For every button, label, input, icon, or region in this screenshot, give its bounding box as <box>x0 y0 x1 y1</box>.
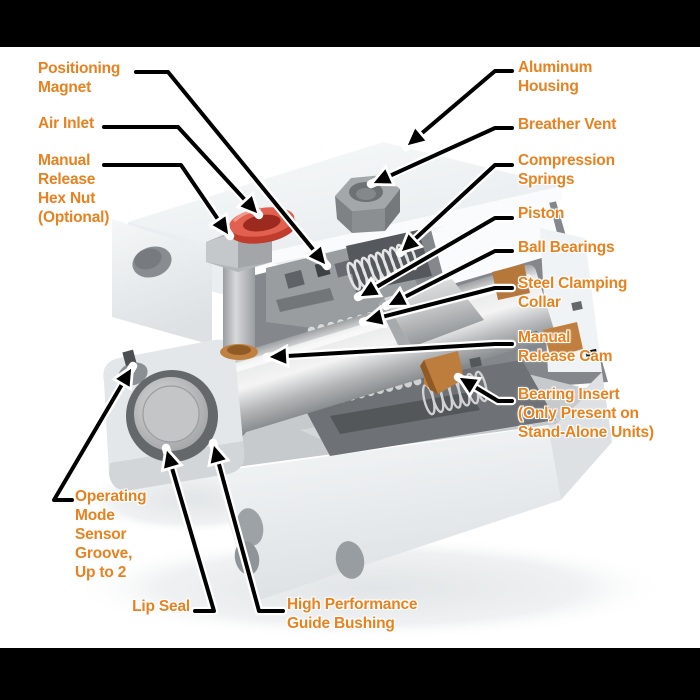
label-line: Hex Nut <box>38 190 96 207</box>
label-air-inlet: Air Inlet <box>38 114 94 133</box>
label-line: Stand-Alone Units) <box>518 424 654 441</box>
label-line: Manual <box>38 152 91 169</box>
bearing-inserts <box>420 264 598 394</box>
arrow-air-inlet <box>99 122 264 220</box>
arrow-guide-bushing <box>213 438 288 616</box>
arrow-manual-release-hex-nut <box>99 160 235 241</box>
label-line: Air Inlet <box>38 115 94 132</box>
label-breather-vent: Breather Vent <box>518 115 616 134</box>
label-line: Manual <box>518 329 571 346</box>
label-line: Positioning <box>38 60 121 77</box>
label-line: High Performance <box>287 596 418 613</box>
label-line: (Only Present on <box>518 405 639 422</box>
arrow-compression-springs <box>395 160 517 258</box>
housing-lower-block <box>214 228 612 602</box>
label-line: Lip Seal <box>132 598 190 615</box>
label-line: Collar <box>518 294 561 311</box>
label-line: Springs <box>518 171 575 188</box>
label-line: Guide Bushing <box>287 615 395 632</box>
label-line: Operating <box>75 488 147 505</box>
label-line: Release <box>38 171 96 188</box>
arrow-lip-seal <box>166 443 219 616</box>
label-line: Steel Clamping <box>518 275 628 292</box>
label-positioning-magnet: Positioning Magnet <box>38 59 120 97</box>
label-line: Up to 2 <box>75 564 127 581</box>
arrow-aluminum-housing <box>401 66 517 152</box>
label-compression-springs: Compression Springs <box>518 151 615 189</box>
arrow-piston <box>353 213 517 302</box>
label-line: Groove, <box>75 545 133 562</box>
label-line: Release Cam <box>518 348 613 365</box>
label-ball-bearings: Ball Bearings <box>518 238 615 257</box>
label-bearing-insert: Bearing Insert (Only Present on Stand-Al… <box>518 385 654 442</box>
label-line: Bearing Insert <box>518 386 620 403</box>
arrow-operating-mode <box>49 361 138 505</box>
label-manual-release-hex-nut: Manual Release Hex Nut (Optional) <box>38 151 109 227</box>
letterbox-bar-top <box>0 0 700 47</box>
label-line: (Optional) <box>38 209 110 226</box>
label-line: Magnet <box>38 79 92 96</box>
arrow-steel-clamping-collar <box>358 283 517 322</box>
label-piston: Piston <box>518 204 564 223</box>
label-steel-clamping-collar: Steel Clamping Collar <box>518 274 627 312</box>
label-line: Ball Bearings <box>518 239 615 256</box>
label-line: Mode <box>75 507 115 524</box>
arrow-bearing-insert <box>453 372 517 406</box>
arrow-manual-release-cam <box>262 339 517 357</box>
label-lip-seal: Lip Seal <box>132 597 190 616</box>
arrow-breather-vent <box>366 123 517 189</box>
label-guide-bushing: High Performance Guide Bushing <box>287 595 418 633</box>
arrow-positioning-magnet <box>131 67 332 271</box>
label-line: Breather Vent <box>518 116 617 133</box>
label-manual-release-cam: Manual Release Cam <box>518 328 613 366</box>
letterbox-bar-bottom <box>0 648 700 700</box>
label-line: Aluminum <box>518 59 593 76</box>
label-line: Compression <box>518 152 615 169</box>
label-line: Piston <box>518 205 565 222</box>
arrow-ball-bearings <box>381 246 517 311</box>
label-aluminum-housing: Aluminum Housing <box>518 58 592 96</box>
label-line: Housing <box>518 78 579 95</box>
label-line: Sensor <box>75 526 127 543</box>
label-operating-mode-sensor-groove: Operating Mode Sensor Groove, Up to 2 <box>75 487 147 582</box>
